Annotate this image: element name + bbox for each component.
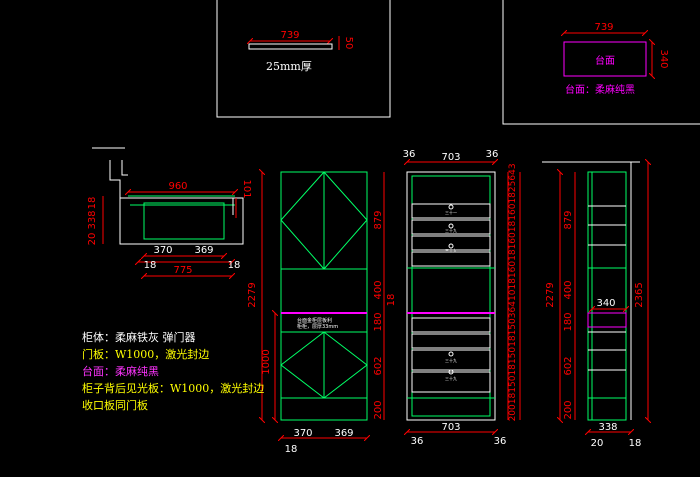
note-countertop: 台面：柔麻纯黑 bbox=[82, 365, 159, 378]
inner-bottom-dim-3: 36 bbox=[494, 436, 507, 447]
top-right-height-dim: 340 bbox=[658, 49, 669, 68]
drawer-label-4: 三十九 bbox=[445, 357, 457, 363]
inner-right-dim-label: 410 bbox=[508, 289, 518, 306]
thickness-note: 25mm厚 bbox=[266, 60, 312, 73]
side-left-dim-2: 400 bbox=[563, 280, 574, 299]
top-right-panel: 739 台面 340 台面：柔麻纯黑 bbox=[502, 0, 700, 125]
shelf-note-1: 台面金柜层板利 bbox=[297, 317, 332, 324]
side-bottom-dim-3: 18 bbox=[629, 438, 642, 449]
inner-right-dim-label: 18 bbox=[508, 393, 518, 405]
plan-left-dim-1: 18 bbox=[87, 197, 98, 210]
inner-right-dim-label: 160 bbox=[508, 232, 518, 249]
inner-bottom-dim-2: 703 bbox=[441, 422, 460, 433]
side-view: 2279 879 400 180 602 200 340 2365 20 338… bbox=[542, 162, 648, 449]
inner-view: 三十一 三十九 三十九 三十九 三十九 36 703 36 36 703 36 … bbox=[403, 149, 521, 447]
plan-small-dim-1: 18 bbox=[144, 260, 157, 271]
side-left-dim-1: 879 bbox=[563, 210, 574, 229]
plan-bottom-dim-1: 370 bbox=[153, 245, 172, 256]
front-bottom-dim-2: 369 bbox=[334, 428, 353, 439]
inner-right-dim-label: 18 bbox=[508, 192, 518, 204]
drawer-label-2: 三十九 bbox=[445, 227, 457, 233]
top-right-width-dim: 739 bbox=[594, 22, 613, 33]
top-left-height-dim: 50 bbox=[343, 37, 354, 50]
inner-top-dim-2: 703 bbox=[441, 152, 460, 163]
side-left-dim-4: 602 bbox=[563, 356, 574, 375]
plan-top-dim: 960 bbox=[168, 181, 187, 192]
inner-right-dim-label: 18 bbox=[508, 249, 518, 261]
side-bottom-dim-1: 20 bbox=[591, 438, 604, 449]
top-left-width-dim: 739 bbox=[280, 30, 299, 41]
inner-right-dim-label: 150 bbox=[508, 347, 518, 364]
note-back-panel: 柜子背后见光板：W1000，激光封边 bbox=[82, 382, 265, 395]
side-bottom-dim-2: 338 bbox=[598, 422, 617, 433]
plan-bottom-dim-2: 369 bbox=[194, 245, 213, 256]
side-top-dim: 340 bbox=[596, 298, 615, 309]
note-trim-panel: 收口板同门板 bbox=[82, 399, 148, 412]
front-bottom-dim-1: 370 bbox=[293, 428, 312, 439]
front-right-dim-6: 18 bbox=[386, 294, 397, 307]
plan-total-dim: 775 bbox=[173, 265, 192, 276]
inner-right-dim-label: 256 bbox=[508, 175, 518, 192]
front-bottom-small: 18 bbox=[285, 444, 298, 455]
front-right-dim-2: 400 bbox=[373, 280, 384, 299]
inner-top-dim-1: 36 bbox=[403, 149, 416, 160]
side-left-total: 2279 bbox=[545, 282, 556, 307]
drawer-label-5: 三十九 bbox=[445, 375, 457, 381]
plan-left-dim-3: 20 bbox=[87, 233, 98, 246]
plan-right-dim: 101 bbox=[241, 179, 252, 198]
note-cabinet-body: 柜体：柔麻铁灰 弹门器 bbox=[82, 331, 196, 344]
front-view: 台面金柜层板利 柜柜，层厚33mm 2279 1000 879 400 180 … bbox=[247, 172, 397, 455]
side-left-dim-5: 200 bbox=[563, 400, 574, 419]
inner-right-dim-label: 150 bbox=[508, 318, 518, 335]
inner-right-dim-label: 200 bbox=[508, 404, 518, 421]
inner-top-dim-3: 36 bbox=[486, 149, 499, 160]
inner-right-dim-label: 160 bbox=[508, 203, 518, 220]
inner-right-dim-label: 36 bbox=[508, 307, 518, 319]
side-right-total: 2365 bbox=[634, 282, 645, 307]
inner-bottom-dim-1: 36 bbox=[411, 436, 424, 447]
front-height-lower: 1000 bbox=[261, 349, 272, 374]
upper-drawers bbox=[411, 203, 491, 267]
plan-small-dim-2: 18 bbox=[228, 260, 241, 271]
inner-right-dim-label: 18 bbox=[508, 221, 518, 233]
front-right-dim-5: 200 bbox=[373, 400, 384, 419]
inner-right-dim-label: 160 bbox=[508, 261, 518, 278]
inner-right-dim-label: 43 bbox=[508, 163, 518, 174]
countertop-note: 台面：柔麻纯黑 bbox=[565, 83, 635, 96]
plan-left-dim-2: 338 bbox=[87, 210, 98, 229]
shelf-note-2: 柜柜，层厚33mm bbox=[297, 323, 338, 330]
material-notes: 柜体：柔麻铁灰 弹门器 门板：W1000，激光封边 台面：柔麻纯黑 柜子背后见光… bbox=[82, 329, 264, 414]
drawer-label-1: 三十一 bbox=[445, 209, 457, 215]
front-right-dim-3: 180 bbox=[373, 312, 384, 331]
front-right-dim-1: 879 bbox=[373, 210, 384, 229]
inner-right-dim-label: 18 bbox=[508, 364, 518, 376]
side-left-dim-3: 180 bbox=[563, 312, 574, 331]
front-right-dim-4: 602 bbox=[373, 356, 384, 375]
top-left-panel: 739 50 25mm厚 bbox=[216, 0, 391, 118]
inner-right-dim-label: 150 bbox=[508, 375, 518, 392]
drawer-label-3: 三十九 bbox=[445, 247, 457, 253]
inner-right-dims: 4325618160181601816018410361501815018150… bbox=[508, 163, 518, 421]
inner-right-dim-label: 18 bbox=[508, 278, 518, 290]
front-height-total: 2279 bbox=[247, 282, 258, 307]
note-door-panel: 门板：W1000，激光封边 bbox=[82, 348, 210, 361]
inner-right-dim-label: 18 bbox=[508, 335, 518, 347]
countertop-label: 台面 bbox=[595, 54, 615, 67]
plan-view: 960 101 18 338 20 370 369 18 18 775 bbox=[87, 147, 252, 276]
